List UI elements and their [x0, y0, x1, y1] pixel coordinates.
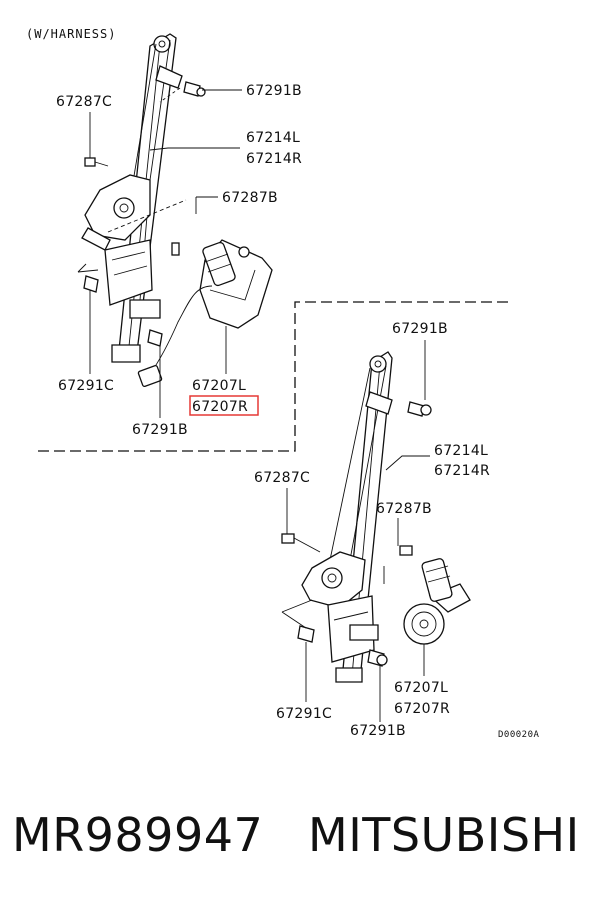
label-67291B-bottom-lower: 67291B — [350, 723, 406, 739]
label-67291B-top-lower: 67291B — [132, 422, 188, 438]
highlight-box-67207R — [189, 395, 259, 416]
harness-note: (W/HARNESS) — [26, 27, 116, 41]
section-divider — [38, 301, 508, 452]
product-footer: MR989947 MITSUBISHI — [0, 800, 600, 880]
bottom-motor — [403, 558, 471, 645]
label-67287C-top: 67287C — [56, 94, 112, 110]
label-67214R-bottom: 67214R — [434, 463, 490, 479]
label-67207L-bottom: 67207L — [394, 680, 448, 696]
top-motor — [199, 239, 273, 329]
label-67214L-bottom: 67214L — [434, 443, 488, 459]
parts-diagram: (W/HARNESS) — [26, 27, 540, 740]
label-67287C-bottom: 67287C — [254, 470, 310, 486]
label-67287B-top: 67287B — [222, 190, 278, 206]
label-67214R-top: 67214R — [246, 151, 302, 167]
part-number: MR989947 — [12, 808, 264, 862]
label-67207L-top: 67207L — [192, 378, 246, 394]
figure-code: D00020A — [498, 730, 540, 740]
bottom-regulator-assembly — [281, 351, 471, 683]
label-67214L-top: 67214L — [246, 130, 300, 146]
label-67291C-top: 67291C — [58, 378, 114, 394]
label-67287B-bottom: 67287B — [376, 501, 432, 517]
label-67207R-top-highlighted: 67207R — [192, 399, 248, 415]
label-67291B-top-upper: 67291B — [246, 83, 302, 99]
label-67291B-bottom-upper: 67291B — [392, 321, 448, 337]
label-67291C-bottom: 67291C — [276, 706, 332, 722]
label-67207R-bottom: 67207R — [394, 701, 450, 717]
brand-name: MITSUBISHI — [308, 808, 580, 862]
top-regulator-assembly — [77, 33, 273, 388]
